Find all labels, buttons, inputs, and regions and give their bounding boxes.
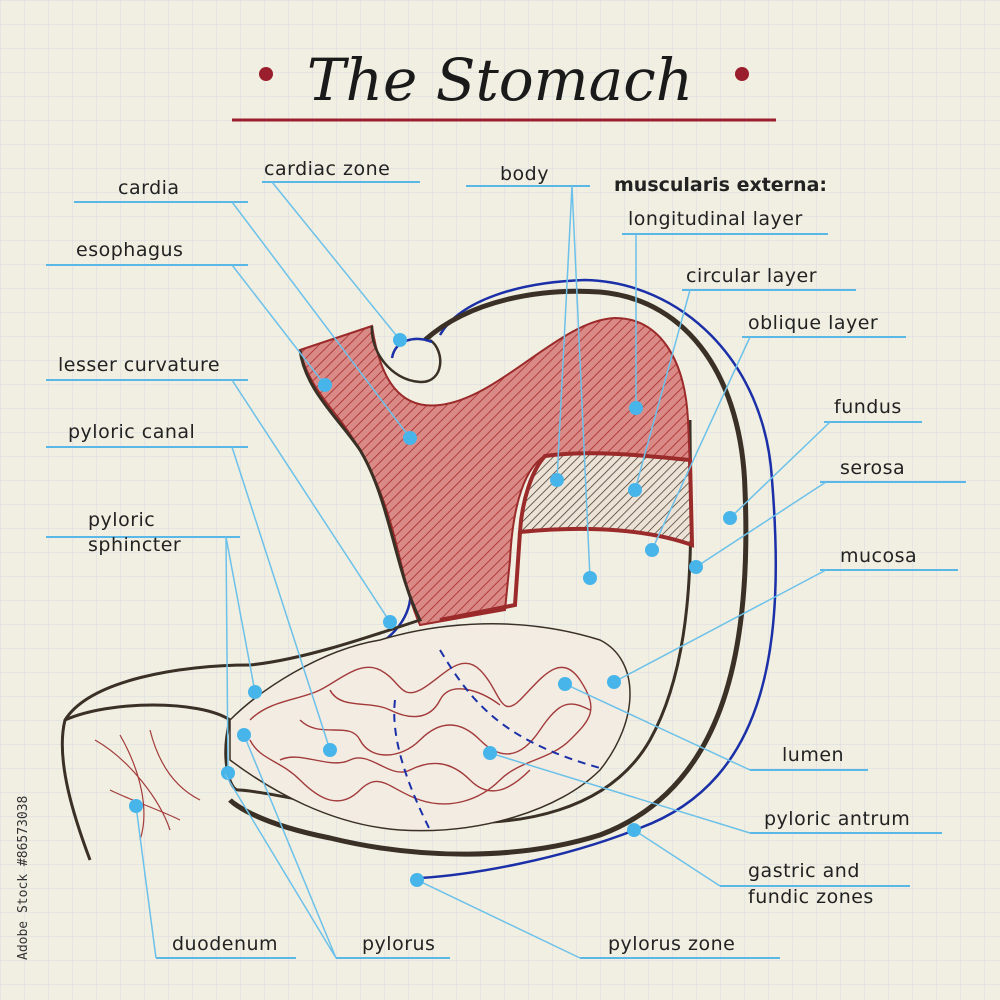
- label-pyloric-antrum: pyloric antrum: [764, 808, 910, 830]
- stomach-illustration: [60, 278, 778, 880]
- label-esophagus: esophagus: [76, 239, 183, 261]
- label-pylorus: pylorus: [362, 933, 435, 955]
- diagram-title: The Stomach: [307, 46, 693, 114]
- label-mucosa: mucosa: [840, 545, 917, 567]
- label-body: body: [500, 163, 549, 185]
- label-longitudinal-layer: longitudinal layer: [628, 208, 803, 230]
- label-lumen: lumen: [782, 744, 844, 766]
- label-muscularis-externa: muscularis externa:: [614, 174, 827, 196]
- label-pyloric-sphincter-line2: sphincter: [88, 534, 181, 556]
- label-cardia: cardia: [118, 177, 180, 199]
- title-ornament-right: [735, 67, 749, 81]
- label-fundus: fundus: [834, 396, 902, 418]
- leader-lines: [46, 181, 966, 959]
- label-serosa: serosa: [840, 457, 905, 479]
- label-oblique-layer: oblique layer: [748, 312, 878, 334]
- label-gastric-fundic-line2: fundic zones: [748, 886, 874, 908]
- label-pylorus-zone: pylorus zone: [608, 933, 735, 955]
- title-ornament-left: [259, 67, 273, 81]
- label-circular-layer: circular layer: [686, 265, 817, 287]
- label-cardiac-zone: cardiac zone: [264, 158, 390, 180]
- label-duodenum: duodenum: [172, 933, 278, 955]
- label-pyloric-sphincter-line1: pyloric: [88, 509, 155, 531]
- stock-watermark: Adobe Stock #86573038: [16, 796, 31, 960]
- label-lesser-curvature: lesser curvature: [58, 354, 220, 376]
- label-pyloric-canal: pyloric canal: [68, 421, 195, 443]
- label-gastric-fundic-line1: gastric and: [748, 860, 860, 882]
